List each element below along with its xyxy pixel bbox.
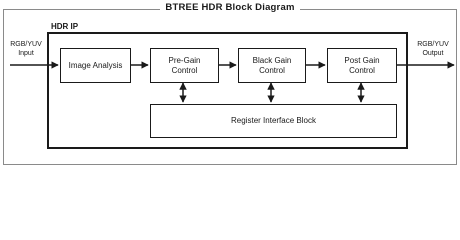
output-label: RGB/YUV Output	[414, 41, 452, 58]
hdr-ip-container	[47, 32, 408, 149]
register-interface-label: Register Interface Block	[231, 116, 316, 125]
post-gain-control-block: Post Gain Control	[327, 48, 397, 83]
black-gain-label-line2: Control	[259, 65, 285, 75]
connector-arrows	[10, 61, 455, 103]
pre-gain-label-line1: Pre-Gain	[168, 55, 201, 65]
input-label-line2: Input	[18, 49, 34, 57]
post-gain-label-line2: Control	[349, 65, 375, 75]
hdr-ip-label: HDR IP	[51, 22, 79, 31]
output-label-line1: RGB/YUV	[417, 41, 449, 48]
input-label-line1: RGB/YUV	[10, 41, 42, 48]
pre-gain-control-block: Pre-Gain Control	[150, 48, 219, 83]
pre-gain-label-line2: Control	[171, 65, 198, 75]
output-label-line2: Output	[422, 49, 444, 57]
input-label: RGB/YUV Input	[9, 41, 43, 58]
image-analysis-label: Image Analysis	[68, 60, 123, 70]
register-interface-block: Register Interface Block	[150, 104, 397, 138]
diagram-title: BTREE HDR Block Diagram	[0, 1, 460, 15]
black-gain-label-line1: Black Gain	[252, 55, 292, 65]
post-gain-label-line1: Post Gain	[344, 55, 380, 65]
image-analysis-block: Image Analysis	[60, 48, 131, 83]
black-gain-control-block: Black Gain Control	[238, 48, 306, 83]
